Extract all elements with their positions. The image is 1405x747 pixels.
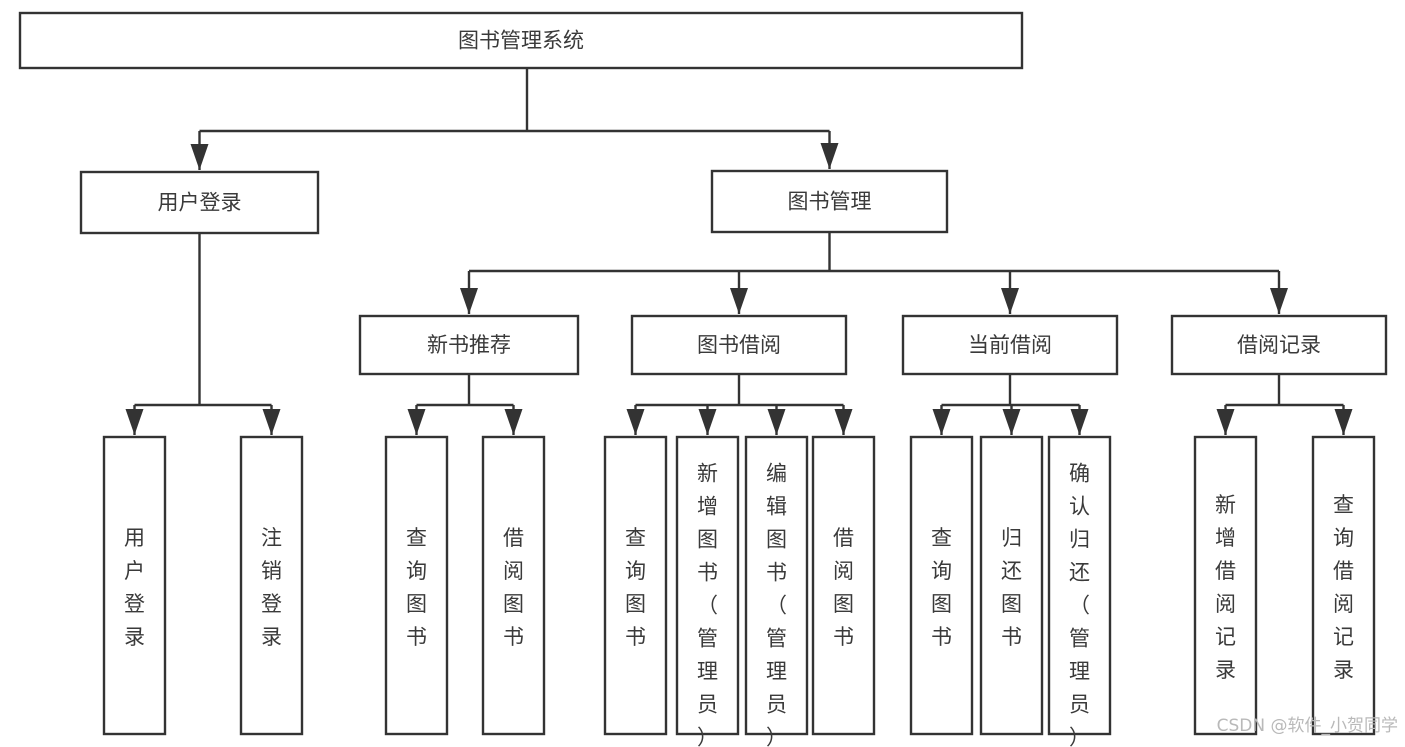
leaf-node-1-box[interactable] [239,435,304,736]
arrow-down-icon [125,409,144,435]
leaf-node-5-label: 新增图书（管理员） [697,462,718,747]
arrow-down-icon [698,409,717,435]
leaf-node-12[interactable]: 查询借阅记录 [1311,435,1376,736]
leaf-node-2-label: 查询图书 [406,526,427,649]
level2-node-1[interactable]: 图书管理 [710,169,949,234]
connectors-layer [125,68,1353,435]
level2-node-0[interactable]: 用户登录 [79,170,320,235]
arrow-down-icon [1270,288,1288,314]
leaf-node-9-label: 归还图书 [1001,526,1022,649]
leaf-node-11-label: 新增借阅记录 [1215,493,1236,682]
leaf-node-0-box[interactable] [102,435,167,736]
csdn-watermark: CSDN @软件_小贺同学 [1217,716,1398,736]
leaf-node-3[interactable]: 借阅图书 [481,435,546,736]
leaf-node-1[interactable]: 注销登录 [239,435,304,736]
leaf-node-10-box[interactable] [1047,435,1112,736]
level2-node-1-label: 图书管理 [788,190,872,214]
leaf-node-2[interactable]: 查询图书 [384,435,449,736]
leaf-node-6-box[interactable] [744,435,809,736]
leaf-node-8-label: 查询图书 [931,526,952,649]
arrow-down-icon [407,409,426,435]
leaf-node-12-box[interactable] [1311,435,1376,736]
root-node-system-label: 图书管理系统 [458,29,584,53]
level3-node-0[interactable]: 新书推荐 [358,314,580,376]
arrow-down-icon [730,288,748,314]
level3-node-3-label: 借阅记录 [1237,333,1321,357]
leaf-node-5-box[interactable] [675,435,740,736]
level3-node-0-box[interactable] [358,314,580,376]
leaf-node-4[interactable]: 查询图书 [603,435,668,736]
arrow-down-icon [820,143,839,169]
leaf-node-7-box[interactable] [811,435,876,736]
leaf-node-0-label: 用户登录 [124,526,145,649]
nodes-layer: 图书管理系统用户登录图书管理新书推荐图书借阅当前借阅借阅记录用户登录注销登录查询… [18,11,1388,747]
arrow-down-icon [1002,409,1021,435]
level3-node-2[interactable]: 当前借阅 [901,314,1119,376]
leaf-node-4-label: 查询图书 [625,526,646,649]
arrow-down-icon [262,409,281,435]
arrow-down-icon [1216,409,1235,435]
leaf-node-10-label: 确认归还（管理员） [1069,462,1090,747]
leaf-node-4-box[interactable] [603,435,668,736]
level2-node-0-box[interactable] [79,170,320,235]
leaf-node-6[interactable]: 编辑图书（管理员） [744,435,809,747]
level3-node-2-label: 当前借阅 [968,333,1052,357]
arrow-down-icon [1334,409,1353,435]
leaf-node-12-label: 查询借阅记录 [1333,493,1354,682]
arrow-down-icon [626,409,645,435]
leaf-node-2-box[interactable] [384,435,449,736]
arrow-down-icon [767,409,786,435]
level3-node-2-box[interactable] [901,314,1119,376]
arrow-down-icon [1070,409,1089,435]
leaf-node-7[interactable]: 借阅图书 [811,435,876,736]
arrow-down-icon [1001,288,1019,314]
leaf-node-8-box[interactable] [909,435,974,736]
level2-node-0-label: 用户登录 [158,191,242,215]
leaf-node-0[interactable]: 用户登录 [102,435,167,736]
level3-node-3-box[interactable] [1170,314,1388,376]
leaf-node-7-label: 借阅图书 [833,526,854,649]
root-node-system[interactable]: 图书管理系统 [18,11,1024,70]
leaf-node-9-box[interactable] [979,435,1044,736]
arrow-down-icon [190,144,209,170]
leaf-node-11[interactable]: 新增借阅记录 [1193,435,1258,736]
leaf-node-8[interactable]: 查询图书 [909,435,974,736]
leaf-node-11-box[interactable] [1193,435,1258,736]
root-node-system-box[interactable] [18,11,1024,70]
level3-node-1-label: 图书借阅 [697,333,781,357]
level3-node-3[interactable]: 借阅记录 [1170,314,1388,376]
arrow-down-icon [504,409,523,435]
leaf-node-6-label: 编辑图书（管理员） [766,462,787,747]
leaf-node-10[interactable]: 确认归还（管理员） [1047,435,1112,747]
leaf-node-9[interactable]: 归还图书 [979,435,1044,736]
leaf-node-1-label: 注销登录 [261,526,282,649]
arrow-down-icon [932,409,951,435]
level3-node-0-label: 新书推荐 [427,333,511,357]
leaf-node-5[interactable]: 新增图书（管理员） [675,435,740,747]
leaf-node-3-box[interactable] [481,435,546,736]
level3-node-1[interactable]: 图书借阅 [630,314,848,376]
arrow-down-icon [460,288,478,314]
level3-node-1-box[interactable] [630,314,848,376]
leaf-node-3-label: 借阅图书 [503,526,524,649]
level2-node-1-box[interactable] [710,169,949,234]
arrow-down-icon [834,409,853,435]
